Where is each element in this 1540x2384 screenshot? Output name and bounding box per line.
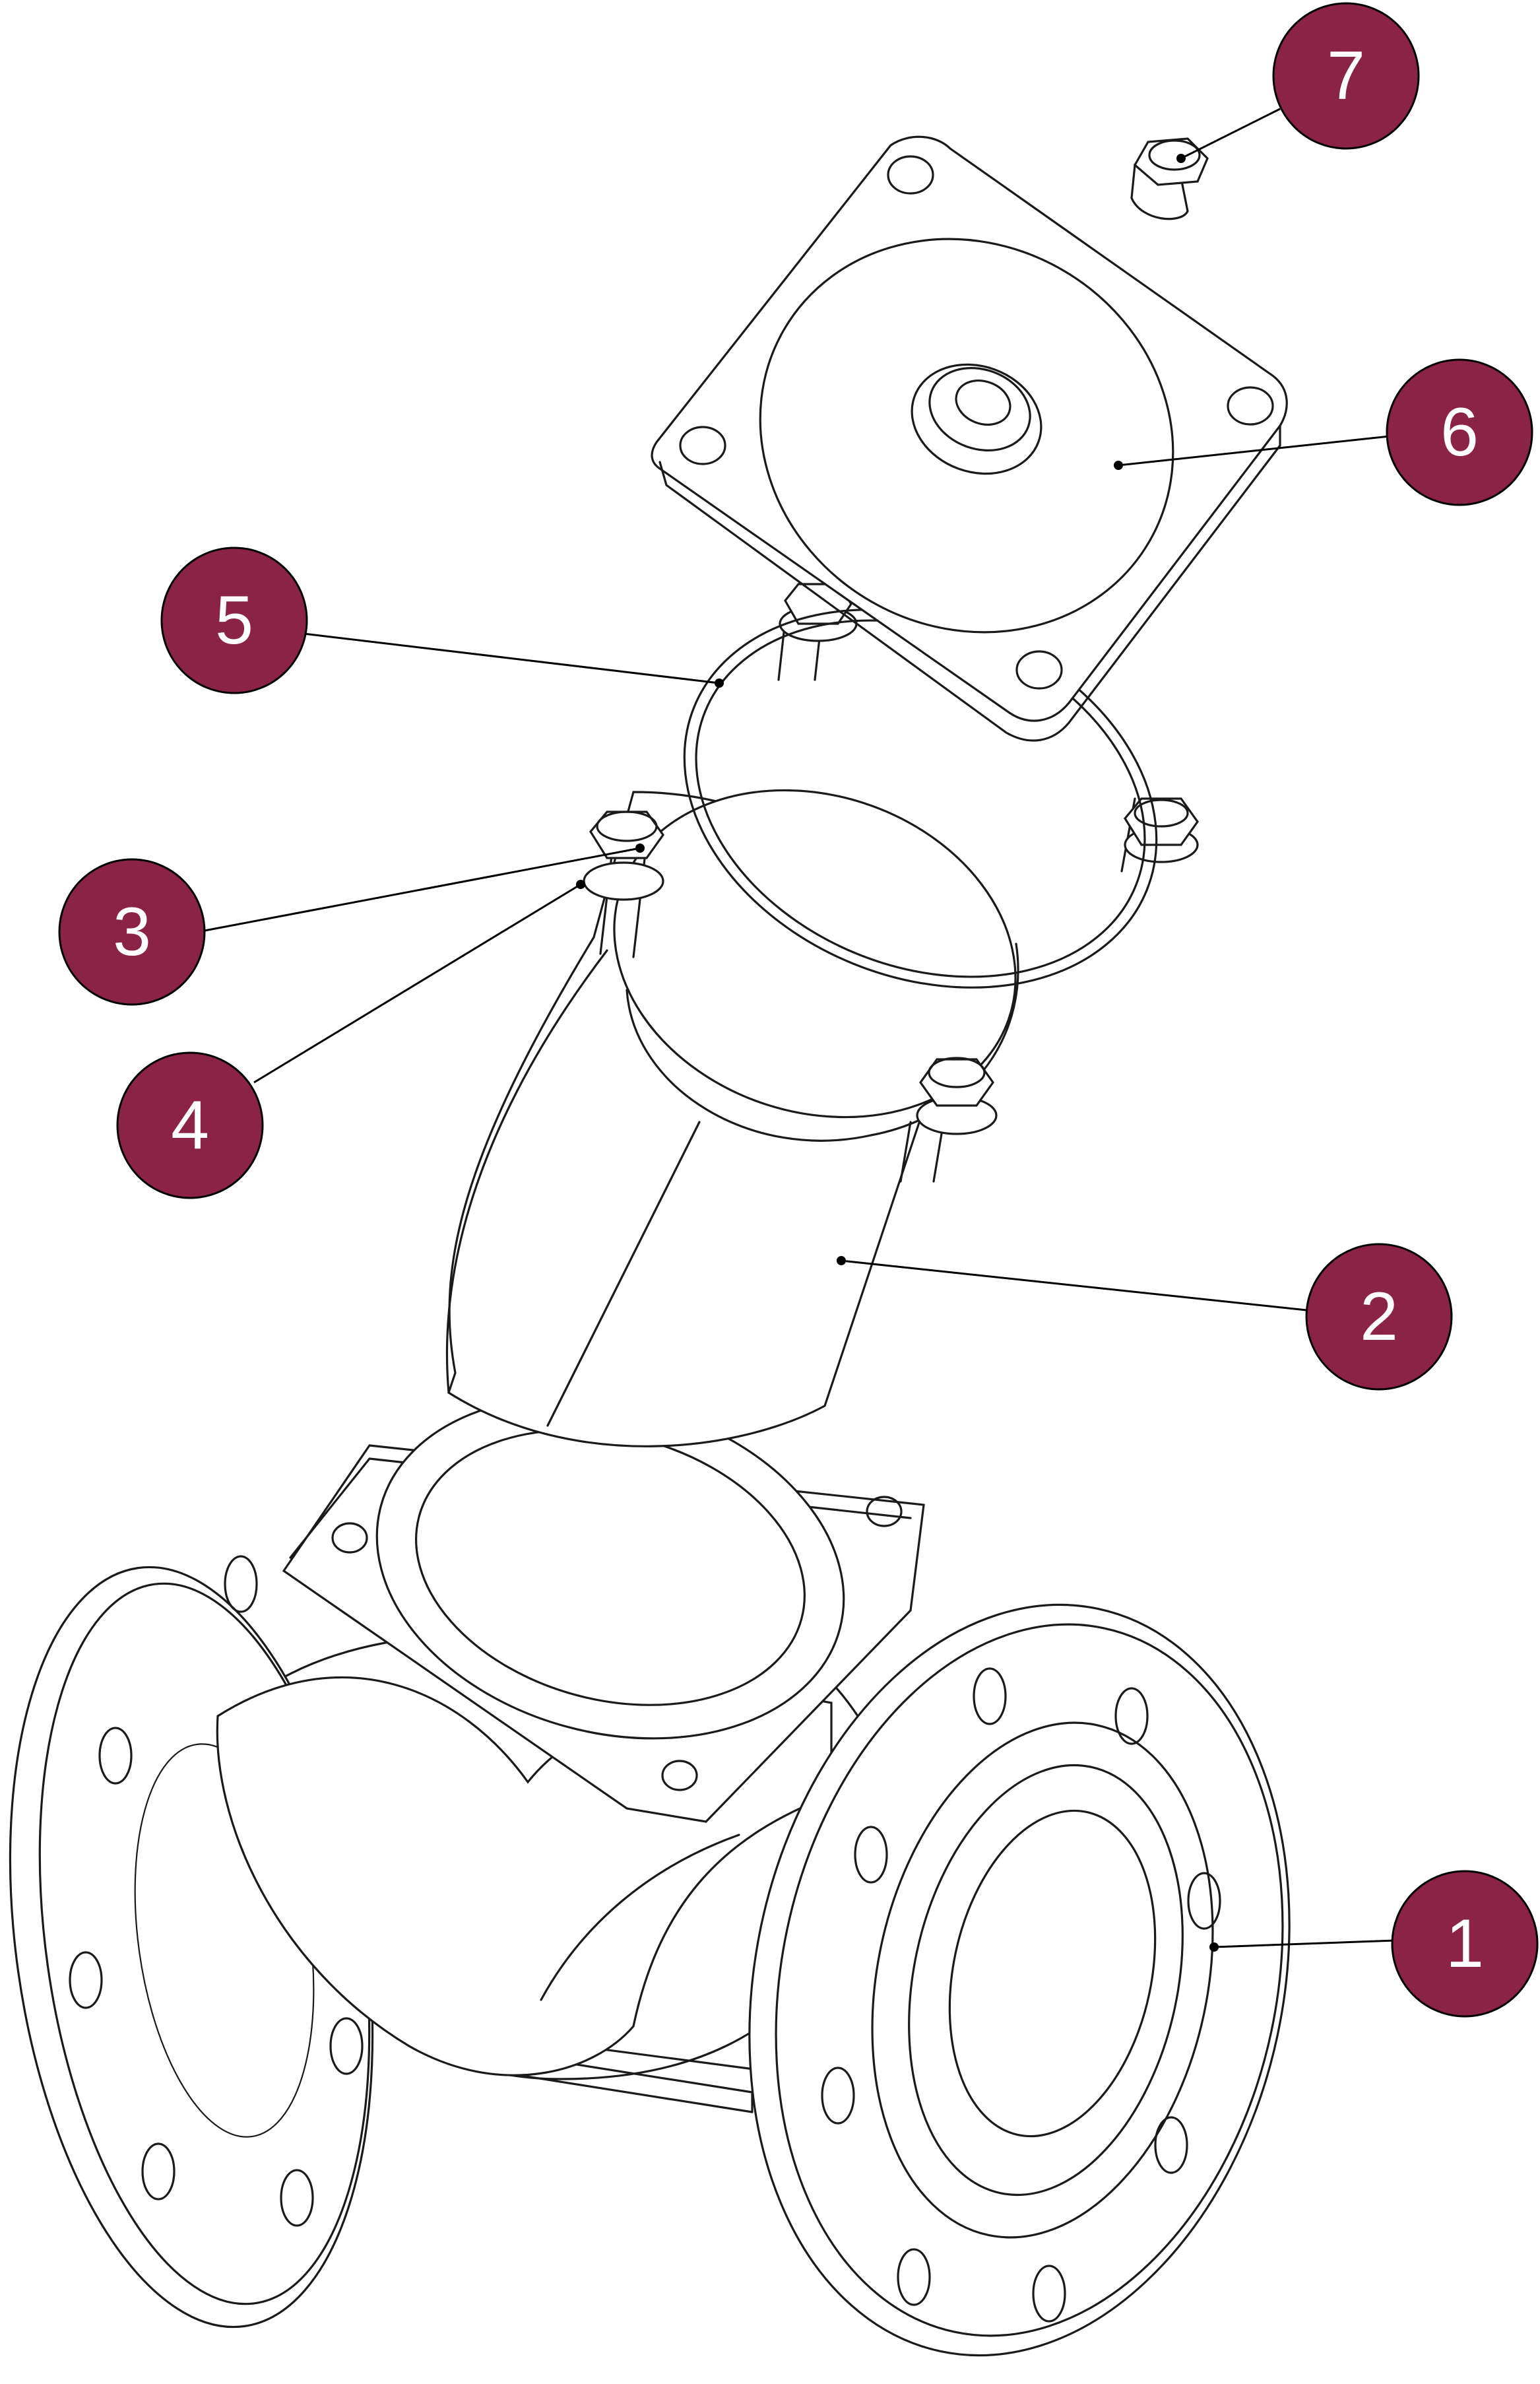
badge-circle: [116, 1051, 264, 1199]
bolt-top-drawing: [777, 583, 858, 681]
badge-label: 3: [113, 894, 151, 970]
callout-badge-5: 5: [160, 546, 308, 694]
right-flange: [748, 1603, 1291, 2357]
leader-dot-5: [715, 679, 724, 688]
leader-dot-7: [1176, 154, 1186, 163]
badge-label: 1: [1446, 1905, 1484, 1982]
badge-circle: [1391, 1870, 1539, 2018]
callout-badge-2: 2: [1305, 1243, 1453, 1391]
cover-plate-drawing: [651, 135, 1288, 742]
badge-label: 4: [171, 1087, 209, 1164]
callout-badge-4: 4: [116, 1051, 264, 1199]
leader-lines: [204, 108, 1396, 1952]
callout-badge-6: 6: [1386, 358, 1533, 506]
badge-label: 6: [1440, 394, 1479, 471]
callout-badge-1: 1: [1391, 1870, 1539, 2018]
badge-label: 2: [1360, 1278, 1398, 1355]
leader-dot-3: [635, 844, 645, 853]
leader-dot-4: [576, 880, 585, 889]
leader-2: [841, 1259, 1307, 1311]
badge-circle: [1305, 1243, 1453, 1391]
bonnet-housing-drawing: [445, 789, 1019, 1447]
badge-circle: [1272, 2, 1420, 150]
leader-3: [204, 847, 641, 932]
leader-5: [303, 632, 720, 684]
badge-label: 7: [1327, 38, 1365, 114]
leader-7: [1180, 108, 1281, 160]
plug-screw-drawing: [1130, 137, 1209, 220]
badge-circle: [1386, 358, 1533, 506]
bolt-center-drawing: [899, 1057, 998, 1183]
badge-circle: [160, 546, 308, 694]
leader-6: [1118, 434, 1396, 467]
callout-badge-7: 7: [1272, 2, 1420, 150]
badge-label: 5: [215, 582, 253, 659]
bolt-right-top-drawing: [1120, 797, 1199, 873]
leader-dot-6: [1114, 461, 1123, 470]
callout-badge-3: 3: [58, 858, 206, 1006]
bolt-left-drawing: [583, 811, 664, 958]
leader-1: [1213, 1939, 1396, 1948]
badge-circle: [58, 858, 206, 1006]
leader-dot-1: [1209, 1942, 1219, 1952]
leader-4: [253, 883, 581, 1084]
leader-dot-2: [837, 1256, 846, 1265]
